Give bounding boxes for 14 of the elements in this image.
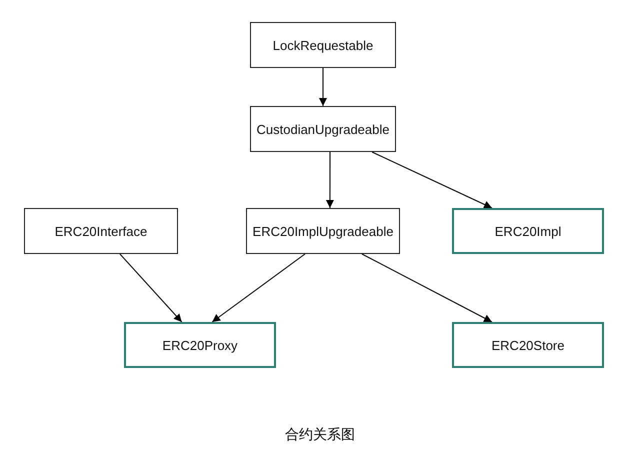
class-box: CustodianUpgradeable xyxy=(250,106,396,152)
class-box: ERC20Proxy xyxy=(124,322,276,368)
class-box: ERC20ImplUpgradeable xyxy=(246,208,400,254)
arrow xyxy=(119,254,182,322)
class-box: LockRequestable xyxy=(250,22,396,68)
class-box: ERC20Store xyxy=(452,322,604,368)
arrow xyxy=(326,152,334,208)
class-box: ERC20Interface xyxy=(24,208,178,254)
arrow xyxy=(361,254,492,322)
class-box: ERC20Impl xyxy=(452,208,604,254)
caption: 合约关系图 xyxy=(285,427,355,443)
arrow xyxy=(212,254,306,322)
arrow xyxy=(372,152,492,208)
arrow xyxy=(319,68,327,106)
